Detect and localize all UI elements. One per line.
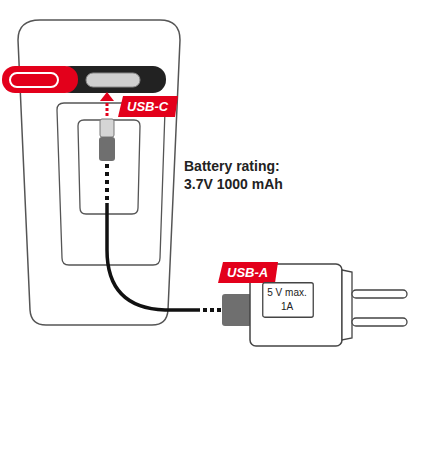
- tag-fill: [218, 262, 278, 283]
- red-switch: [2, 66, 78, 93]
- cable-dashed: [203, 308, 222, 312]
- usb-a-plug: [222, 294, 252, 326]
- plug-prong: [352, 318, 407, 326]
- plate-outline: [263, 283, 314, 318]
- connector-label: USB-A: [218, 262, 278, 283]
- insert-arrowhead: [100, 92, 114, 101]
- plug-prong: [352, 290, 407, 298]
- cable-dashed: [105, 164, 109, 200]
- switch-outline: [10, 73, 58, 87]
- usb-a-tag: USB-A: [218, 262, 278, 283]
- usb-c-port: [86, 73, 140, 87]
- clip-plate: [57, 103, 165, 265]
- charger-face: [342, 270, 352, 340]
- rating-plate: 5 V max. 1A: [262, 282, 314, 318]
- connector-label: USB-C: [118, 96, 178, 117]
- insert-arrow: [106, 100, 109, 116]
- usb-c-tag: USB-C: [118, 96, 178, 117]
- battery-rating: Battery rating: 3.7V 1000 mAh: [184, 157, 306, 193]
- usb-c-plug-tip: [100, 119, 114, 137]
- cable: [107, 203, 200, 310]
- clip: [78, 120, 140, 214]
- rating-text: 5 V max. 1A: [262, 282, 312, 318]
- device-body: [18, 20, 180, 325]
- tag-fill: [118, 96, 178, 117]
- usb-c-plug-body: [99, 137, 115, 161]
